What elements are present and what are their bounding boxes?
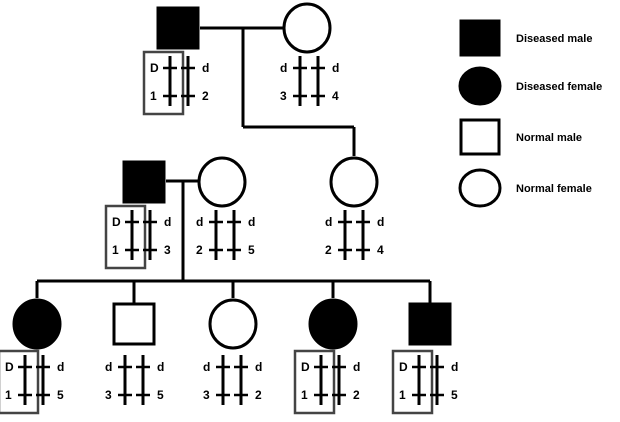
allele-group-iii-3: d d 3 2 bbox=[203, 355, 262, 405]
allele-label-b2: 5 bbox=[57, 388, 64, 402]
allele-label-a2: d bbox=[332, 61, 339, 75]
individual-ii-3: d d 2 4 bbox=[325, 156, 384, 260]
allele-label-b1: 2 bbox=[325, 243, 332, 257]
allele-label-b2: 2 bbox=[353, 388, 360, 402]
legend-item: Normal female bbox=[458, 168, 592, 208]
allele-label-a2: d bbox=[164, 215, 171, 229]
allele-label-b2: 5 bbox=[248, 243, 255, 257]
unaffected-male-symbol bbox=[112, 302, 156, 346]
allele-label-b1: 1 bbox=[5, 388, 12, 402]
allele-label-b1: 1 bbox=[399, 388, 406, 402]
allele-label-b2: 3 bbox=[164, 243, 171, 257]
allele-label-b2: 5 bbox=[157, 388, 164, 402]
allele-label-a2: d bbox=[255, 360, 262, 374]
allele-label-a2: d bbox=[202, 61, 209, 75]
allele-label-b1: 1 bbox=[112, 243, 119, 257]
haplotype-box-iii-1 bbox=[0, 349, 40, 415]
legend-circle-icon bbox=[458, 168, 502, 208]
allele-label-a2: d bbox=[451, 360, 458, 374]
legend-label: Diseased male bbox=[516, 33, 592, 45]
allele-label-b2: 4 bbox=[377, 243, 384, 257]
individual-i-2: d d 3 4 bbox=[280, 2, 339, 106]
allele-label-a1: d bbox=[280, 61, 287, 75]
allele-label-a1: D bbox=[112, 215, 121, 229]
allele-label-a2: d bbox=[248, 215, 255, 229]
allele-group-i-2: d d 3 4 bbox=[280, 56, 339, 106]
allele-label-a1: D bbox=[150, 61, 159, 75]
allele-label-b2: 2 bbox=[202, 89, 209, 103]
individual-iii-2: d d 3 5 bbox=[105, 302, 164, 405]
affected-female-symbol bbox=[308, 298, 358, 350]
legend-item: Diseased female bbox=[458, 66, 602, 106]
unaffected-female-symbol bbox=[208, 298, 258, 350]
allele-label-b2: 5 bbox=[451, 388, 458, 402]
allele-label-a2: d bbox=[377, 215, 384, 229]
allele-label-a1: D bbox=[399, 360, 408, 374]
haplotype-box-iii-4 bbox=[293, 349, 336, 415]
allele-group-iii-2: d d 3 5 bbox=[105, 355, 164, 405]
allele-label-b1: 1 bbox=[150, 89, 157, 103]
allele-label-b2: 4 bbox=[332, 89, 339, 103]
affected-male-symbol bbox=[156, 6, 200, 50]
haplotype-box-i-1 bbox=[142, 50, 185, 116]
haplotype-box-ii-1 bbox=[104, 204, 147, 270]
haplotype-box-iii-5 bbox=[391, 349, 434, 415]
legend-item: Diseased male bbox=[459, 19, 592, 57]
allele-group-ii-2: d d 2 5 bbox=[196, 210, 255, 260]
legend-item: Normal male bbox=[459, 118, 582, 156]
allele-label-a2: d bbox=[57, 360, 64, 374]
unaffected-female-symbol bbox=[329, 156, 379, 208]
legend-label: Normal female bbox=[516, 183, 592, 195]
affected-male-symbol bbox=[122, 160, 166, 204]
allele-group-ii-3: d d 2 4 bbox=[325, 210, 384, 260]
legend-square-icon bbox=[459, 118, 501, 156]
allele-label-a1: d bbox=[105, 360, 112, 374]
allele-label-b1: 2 bbox=[196, 243, 203, 257]
legend-label: Normal male bbox=[516, 132, 582, 144]
individual-ii-2: d d 2 5 bbox=[196, 156, 255, 260]
allele-label-b1: 3 bbox=[105, 388, 112, 402]
allele-label-a1: D bbox=[301, 360, 310, 374]
allele-label-b1: 3 bbox=[280, 89, 287, 103]
allele-label-b2: 2 bbox=[255, 388, 262, 402]
allele-label-b1: 1 bbox=[301, 388, 308, 402]
legend-circle-icon bbox=[458, 66, 502, 106]
unaffected-female-symbol bbox=[282, 2, 332, 54]
allele-label-a1: d bbox=[325, 215, 332, 229]
allele-label-a1: d bbox=[203, 360, 210, 374]
affected-female-symbol bbox=[12, 298, 62, 350]
legend-label: Diseased female bbox=[516, 81, 602, 93]
unaffected-female-symbol bbox=[197, 156, 247, 208]
allele-label-b1: 3 bbox=[203, 388, 210, 402]
individual-iii-3: d d 3 2 bbox=[203, 298, 262, 405]
pedigree-lines bbox=[35, 26, 432, 306]
allele-label-a1: d bbox=[196, 215, 203, 229]
allele-label-a2: d bbox=[353, 360, 360, 374]
legend-square-icon bbox=[459, 19, 501, 57]
affected-male-symbol bbox=[408, 302, 452, 346]
allele-label-a2: d bbox=[157, 360, 164, 374]
allele-label-a1: D bbox=[5, 360, 14, 374]
